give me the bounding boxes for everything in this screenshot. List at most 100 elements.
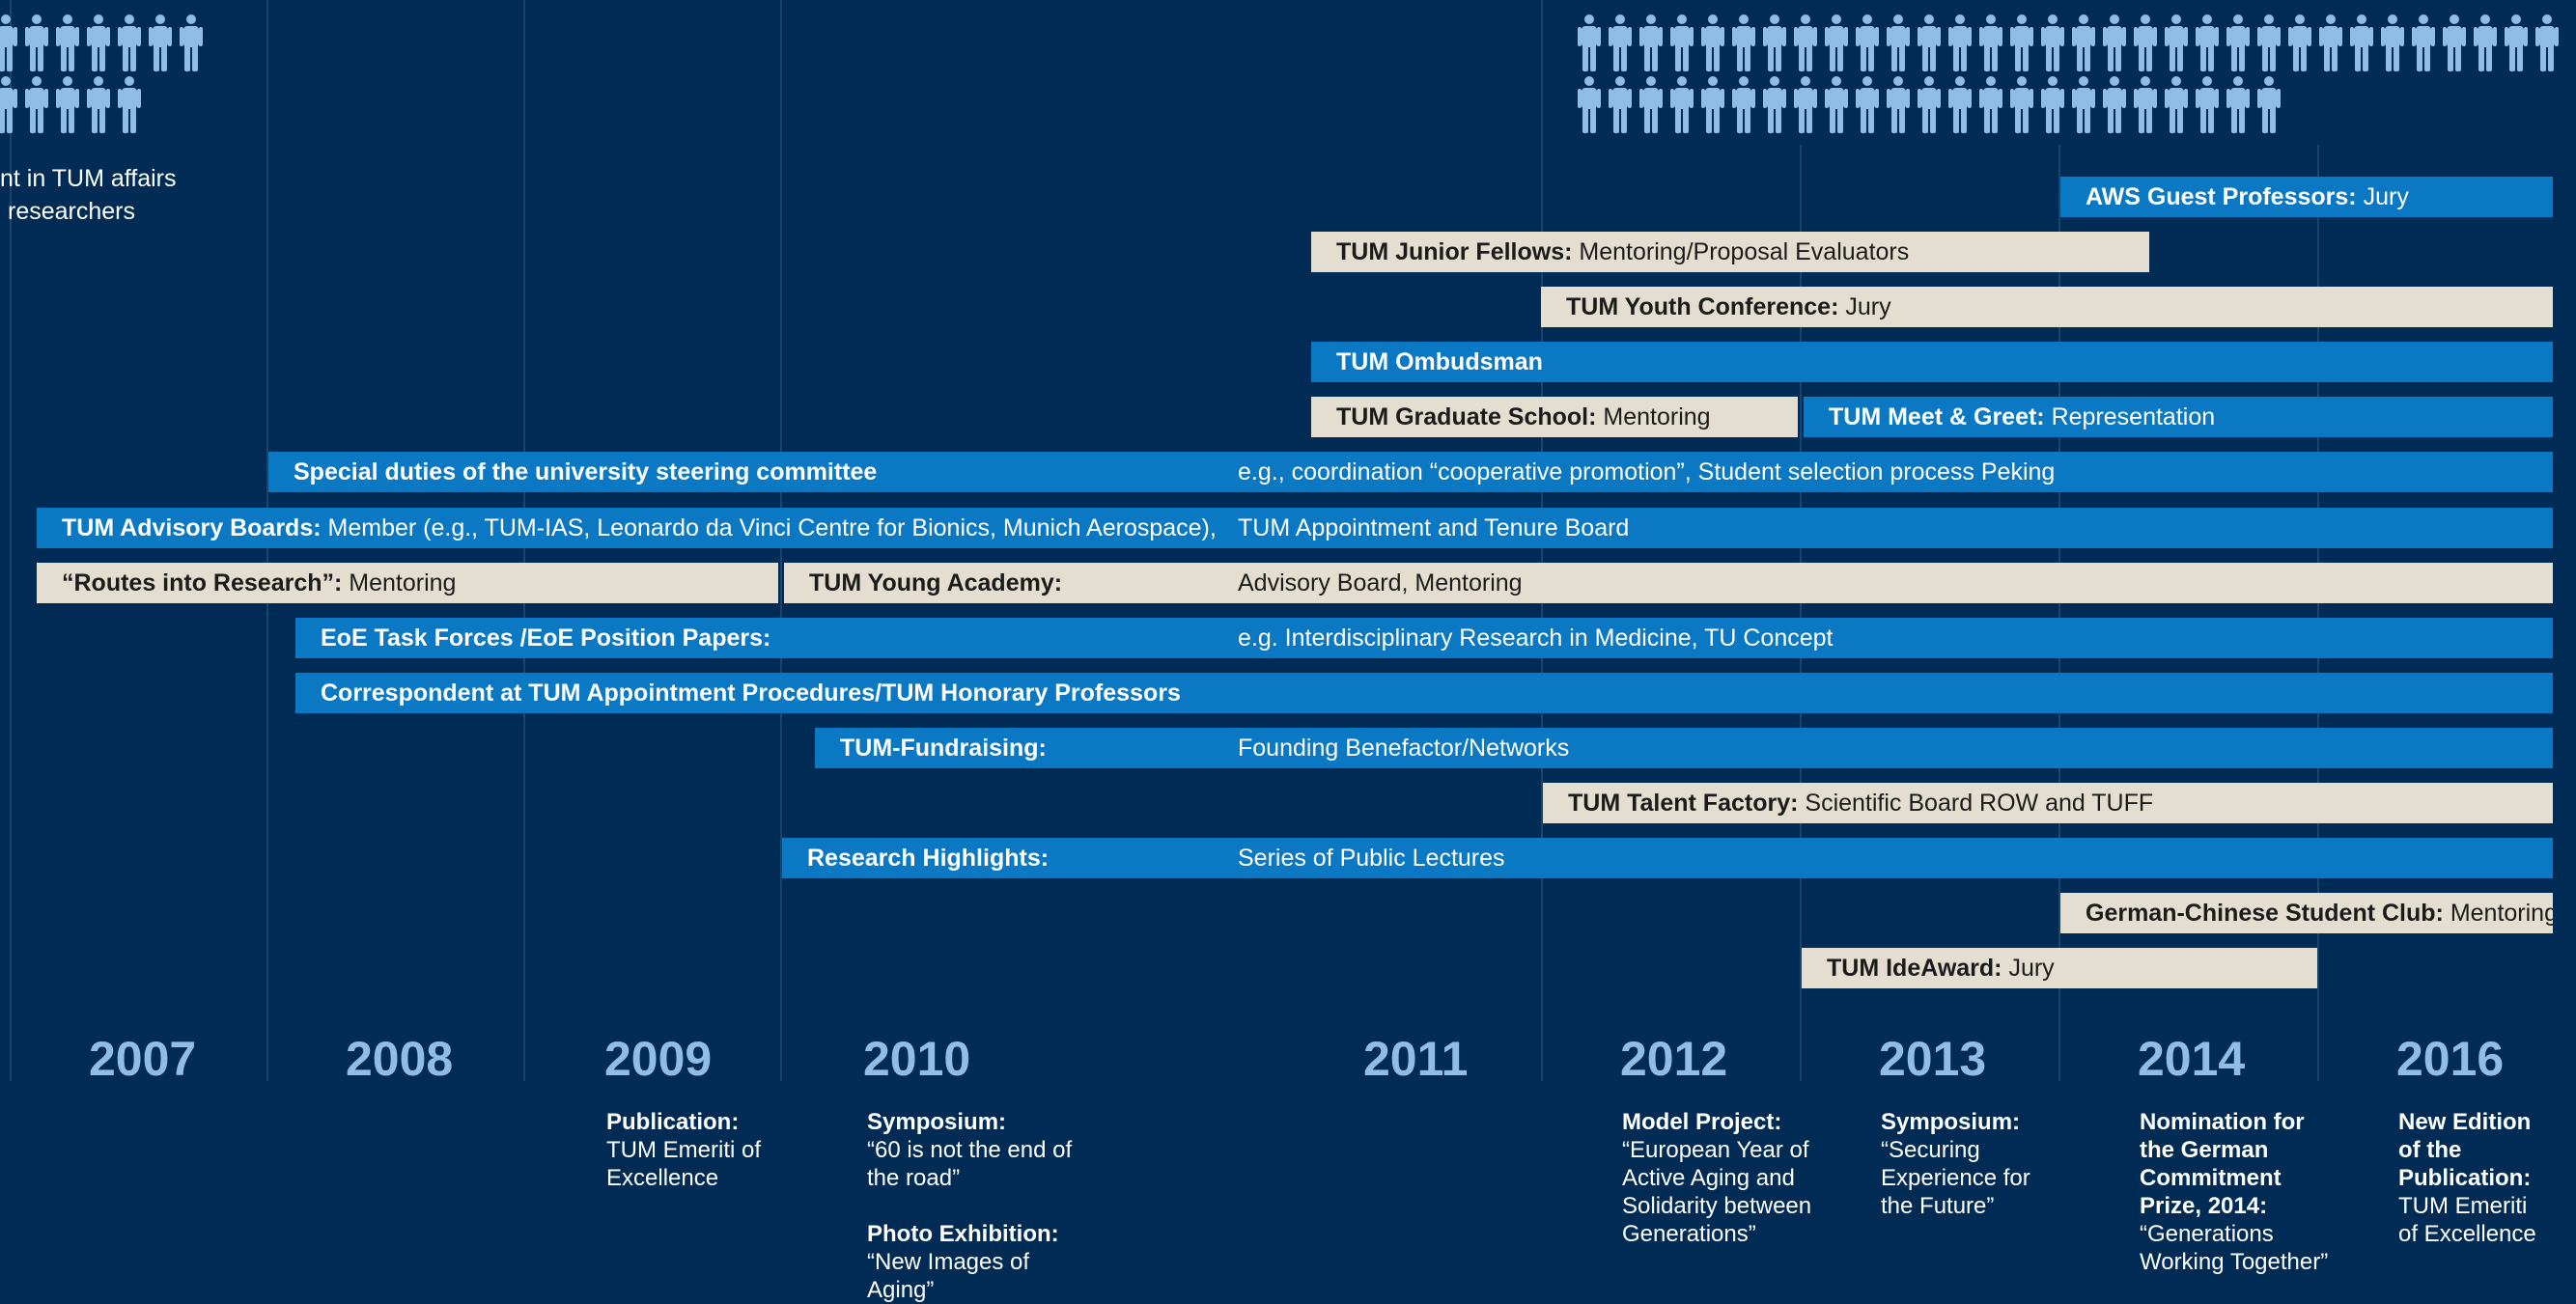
- event-title: Nomination for: [2140, 1109, 2305, 1135]
- bar-detail: Jury: [2002, 955, 2055, 982]
- person-icon: [1701, 76, 1724, 133]
- bar-title: “Routes into Research”:: [62, 569, 343, 597]
- person-icon: [1794, 14, 1817, 71]
- person-icon-group-right: [1578, 14, 2572, 133]
- bar-note: e.g. Interdisciplinary Research in Medic…: [1238, 624, 1834, 652]
- bar-tum-fundraising: TUM-Fundraising: Founding Benefactor/Net…: [815, 728, 2553, 768]
- bar-aws-guest-professors: AWS Guest Professors: Jury: [2060, 177, 2553, 217]
- bar-title: TUM Ombudsman: [1336, 348, 1543, 375]
- event-2016-new-edition: New Edition of the Publication: TUM Emer…: [2398, 1108, 2536, 1248]
- event-text-line: the Future”: [1881, 1193, 1995, 1219]
- bar-detail: Mentoring: [342, 569, 457, 597]
- person-icon: [118, 76, 141, 133]
- intro-line-2: researchers: [8, 198, 135, 225]
- bar-detail: Representation: [2044, 403, 2216, 430]
- event-2009-publication: Publication: TUM Emeriti of Excellence: [606, 1108, 761, 1192]
- event-text-line: Experience for: [1881, 1165, 2030, 1191]
- event-text-line: “European Year of: [1622, 1137, 1809, 1163]
- bar-title: TUM Graduate School:: [1336, 403, 1597, 430]
- event-text-line: “Generations: [2140, 1221, 2274, 1247]
- event-title: the German: [2140, 1137, 2269, 1163]
- event-2012-model-project: Model Project: “European Year of Active …: [1622, 1108, 1811, 1248]
- person-icon: [1578, 14, 1601, 71]
- event-text-line: “Securing: [1881, 1137, 1980, 1163]
- bar-tum-advisory-boards: TUM Advisory Boards: Member (e.g., TUM-I…: [37, 508, 2553, 548]
- event-text-line: Excellence: [606, 1165, 719, 1191]
- person-icon: [1732, 76, 1755, 133]
- bar-title: TUM Advisory Boards:: [62, 514, 322, 541]
- bar-title: German-Chinese Student Club:: [2086, 900, 2444, 927]
- year-divider-2012: [1800, 145, 1802, 1081]
- bar-special-duties-steering-committee: Special duties of the university steerin…: [268, 452, 2553, 492]
- event-text-line: of Excellence: [2398, 1221, 2536, 1247]
- person-icon: [2072, 76, 2095, 133]
- person-icon: [1578, 76, 1601, 133]
- event-title: Commitment: [2140, 1165, 2282, 1191]
- year-label-2014: 2014: [2138, 1032, 2246, 1086]
- bar-note: e.g., coordination “cooperative promotio…: [1238, 458, 2056, 486]
- event-title: of the: [2398, 1137, 2462, 1163]
- bar-title: TUM Youth Conference:: [1566, 293, 1839, 320]
- person-icon: [2134, 14, 2157, 71]
- person-icon: [1948, 14, 1972, 71]
- person-icon: [2165, 14, 2188, 71]
- year-label-2009: 2009: [604, 1032, 713, 1086]
- bar-title: TUM Young Academy:: [809, 569, 1063, 597]
- event-text-line: Active Aging and: [1622, 1165, 1795, 1191]
- person-icon: [2288, 14, 2311, 71]
- person-icon: [1609, 76, 1632, 133]
- person-icon: [1639, 76, 1663, 133]
- person-icon: [0, 14, 17, 71]
- person-icon: [2196, 76, 2219, 133]
- bar-title: Research Highlights:: [807, 845, 1050, 872]
- person-icon: [2257, 76, 2281, 133]
- person-icon: [2165, 76, 2188, 133]
- event-title: Symposium:: [867, 1109, 1007, 1135]
- person-icon: [1918, 14, 1941, 71]
- bar-tum-junior-fellows: TUM Junior Fellows: Mentoring/Proposal E…: [1311, 232, 2149, 272]
- person-icon: [1918, 76, 1941, 133]
- person-icon: [2072, 14, 2095, 71]
- person-icon: [2103, 76, 2126, 133]
- year-label-2012: 2012: [1620, 1032, 1728, 1086]
- bar-tum-ombudsman: TUM Ombudsman: [1311, 342, 2553, 382]
- person-icon: [1887, 14, 1910, 71]
- event-2014-nomination: Nomination for the German Commitment Pri…: [2140, 1108, 2328, 1276]
- year-label-2016: 2016: [2396, 1032, 2505, 1086]
- person-icon: [2535, 14, 2559, 71]
- person-icon: [1609, 14, 1632, 71]
- event-text-line: Solidarity between: [1622, 1193, 1812, 1219]
- person-icon: [180, 14, 203, 71]
- person-icon: [56, 76, 79, 133]
- year-divider-2013: [2058, 145, 2060, 1081]
- event-text-line: TUM Emeriti of: [606, 1137, 762, 1163]
- event-text-line: the road”: [867, 1165, 961, 1191]
- person-icon: [1670, 76, 1694, 133]
- person-icon: [1670, 14, 1694, 71]
- bar-title: TUM Talent Factory:: [1568, 790, 1799, 817]
- event-title: Model Project:: [1622, 1109, 1782, 1135]
- bar-title: Correspondent at TUM Appointment Procedu…: [321, 680, 1181, 707]
- event-title: Photo Exhibition:: [867, 1221, 1059, 1247]
- bar-title: TUM IdeAward:: [1827, 955, 2002, 982]
- person-icon: [1763, 76, 1786, 133]
- person-icon: [2134, 76, 2157, 133]
- year-label-2013: 2013: [1879, 1032, 1987, 1086]
- person-icon: [2319, 14, 2342, 71]
- bar-title: TUM Meet & Greet:: [1829, 403, 2045, 430]
- person-icon: [2443, 14, 2466, 71]
- event-text-line: “New Images of: [867, 1249, 1030, 1275]
- person-icon: [2103, 14, 2126, 71]
- year-label-2007: 2007: [89, 1032, 197, 1086]
- bar-detail: Mentoring: [1596, 403, 1711, 430]
- year-divider-2007: [10, 0, 12, 1081]
- bar-tum-meet-and-greet: TUM Meet & Greet: Representation: [1804, 397, 2553, 437]
- intro-text: nt in TUM affairs researchers: [0, 162, 176, 228]
- bar-title: EoE Task Forces /EoE Position Papers:: [321, 624, 771, 652]
- person-icon: [2474, 14, 2497, 71]
- person-icon: [1763, 14, 1786, 71]
- bar-german-chinese-student-club: German-Chinese Student Club: Mentoring: [2060, 893, 2553, 933]
- event-text-line: “60 is not the end of: [867, 1137, 1073, 1163]
- person-icon: [56, 14, 79, 71]
- event-text-line: Generations”: [1622, 1221, 1756, 1247]
